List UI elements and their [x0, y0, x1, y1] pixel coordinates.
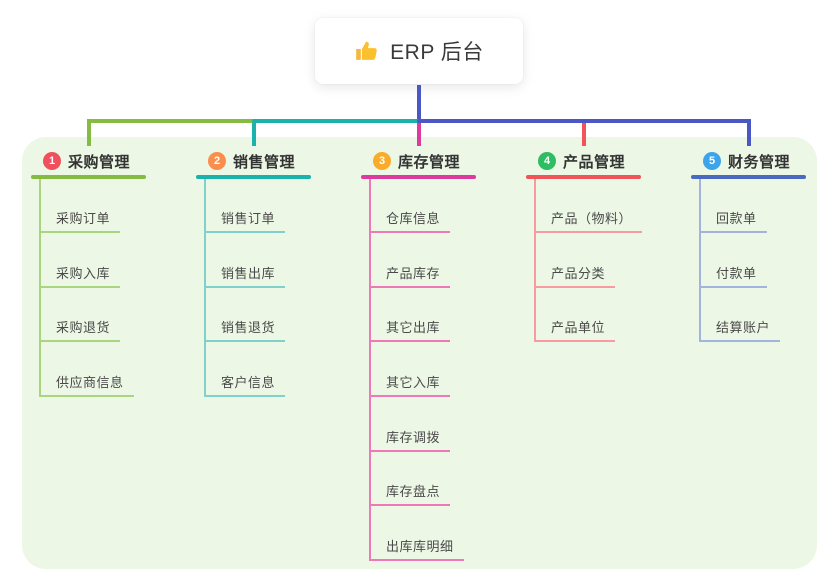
- thumbs-up-icon: [354, 38, 380, 64]
- branch-title: 财务管理: [728, 153, 791, 171]
- branch-spine-line: [699, 179, 701, 343]
- branch-number-badge: 3: [373, 152, 391, 170]
- branch-node-2[interactable]: 2 销售管理: [208, 150, 295, 172]
- child-node[interactable]: 付款单: [699, 262, 767, 288]
- root-stem-line: [416, 85, 421, 123]
- child-node[interactable]: 采购入库: [39, 262, 121, 288]
- branch-drop-line: [581, 119, 586, 146]
- child-node[interactable]: 客户信息: [204, 371, 286, 397]
- branches-panel: [22, 137, 817, 569]
- root-title: ERP 后台: [390, 41, 484, 64]
- child-node[interactable]: 销售订单: [204, 207, 286, 233]
- connector-segment-left: [86, 119, 256, 123]
- branch-number-badge: 1: [43, 152, 61, 170]
- branch-spine-line: [369, 179, 371, 562]
- branch-title: 销售管理: [233, 153, 296, 171]
- branch-drop-line: [251, 119, 256, 146]
- branch-node-3[interactable]: 3 库存管理: [373, 150, 460, 172]
- branch-title: 采购管理: [68, 153, 131, 171]
- connector-segment-right: [416, 119, 751, 123]
- child-node[interactable]: 销售退货: [204, 316, 286, 343]
- child-node[interactable]: 仓库信息: [369, 207, 451, 233]
- connector-segment-mid: [251, 119, 421, 123]
- child-node[interactable]: 产品单位: [534, 316, 616, 343]
- branch-spine-line: [39, 179, 41, 397]
- child-node[interactable]: 采购退货: [39, 316, 121, 343]
- child-node[interactable]: 出库库明细: [369, 535, 464, 562]
- child-node[interactable]: 销售出库: [204, 262, 286, 288]
- branch-number-badge: 2: [208, 152, 226, 170]
- branch-drop-line: [416, 119, 421, 146]
- branch-underline: [526, 175, 641, 179]
- branch-drop-line: [746, 119, 751, 146]
- branch-node-1[interactable]: 1 采购管理: [43, 150, 130, 172]
- child-node[interactable]: 产品分类: [534, 262, 616, 288]
- branch-underline: [31, 175, 146, 179]
- branch-drop-line: [86, 119, 91, 146]
- child-node[interactable]: 供应商信息: [39, 371, 134, 397]
- branch-node-4[interactable]: 4 产品管理: [538, 150, 625, 172]
- branch-title: 产品管理: [563, 153, 626, 171]
- child-node[interactable]: 库存调拨: [369, 426, 451, 452]
- branch-underline: [196, 175, 311, 179]
- child-node[interactable]: 结算账户: [699, 316, 781, 343]
- child-node[interactable]: 其它出库: [369, 316, 451, 343]
- branch-node-5[interactable]: 5 财务管理: [703, 150, 790, 172]
- branch-number-badge: 5: [703, 152, 721, 170]
- child-node[interactable]: 产品库存: [369, 262, 451, 288]
- branch-spine-line: [204, 179, 206, 397]
- branch-title: 库存管理: [398, 153, 461, 171]
- child-node[interactable]: 产品（物料）: [534, 207, 643, 233]
- child-node[interactable]: 库存盘点: [369, 480, 451, 507]
- child-node[interactable]: 回款单: [699, 207, 767, 233]
- branch-number-badge: 4: [538, 152, 556, 170]
- root-node[interactable]: ERP 后台: [315, 18, 523, 84]
- child-node[interactable]: 采购订单: [39, 207, 121, 233]
- branch-underline: [691, 175, 806, 179]
- child-node[interactable]: 其它入库: [369, 371, 451, 397]
- branch-underline: [361, 175, 476, 179]
- branch-spine-line: [534, 179, 536, 343]
